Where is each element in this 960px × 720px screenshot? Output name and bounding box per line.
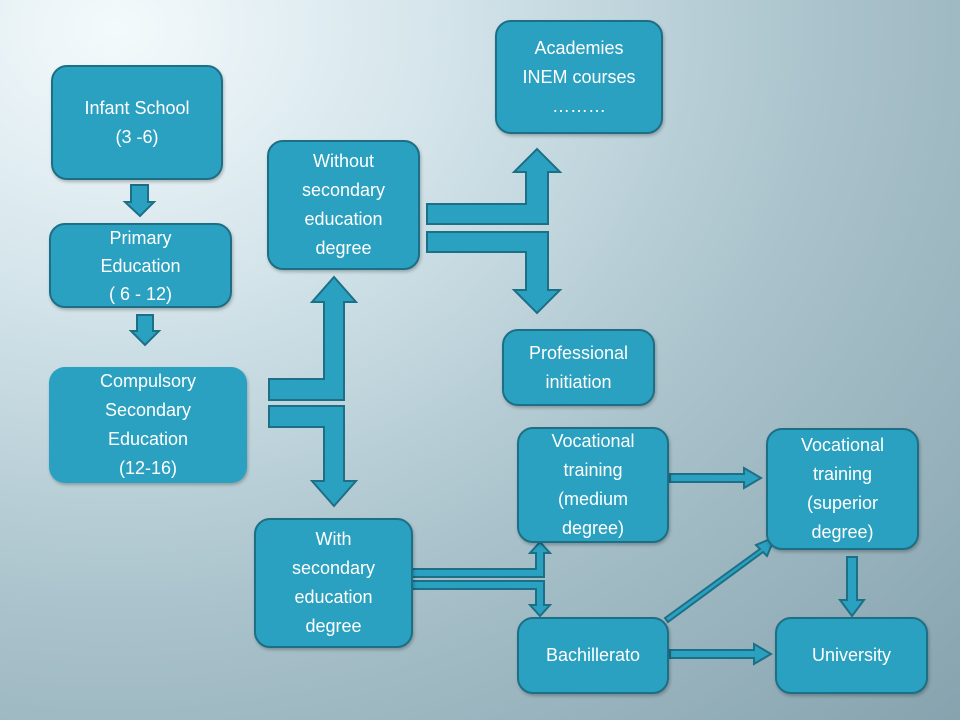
node-primary-education-label: Primary Education ( 6 - 12) [100, 227, 181, 304]
arrow-with-to-vocational-medium [411, 540, 553, 578]
node-bachillerato-label: Bachillerato [545, 645, 641, 665]
node-without-secondary-label: Without secondary education degree [301, 151, 386, 258]
arrow-without-to-professional [426, 231, 563, 315]
node-with-secondary-label: With secondary education degree [291, 529, 376, 636]
arrow-primary-to-compulsory [128, 314, 162, 347]
arrow-vocational-medium-to-superior [669, 466, 763, 490]
node-without-secondary: Without secondary education degree [267, 140, 420, 270]
arrow-without-to-academies [426, 147, 563, 225]
arrow-with-to-bachillerato [411, 580, 553, 618]
node-vocational-medium-label: Vocational training (medium degree) [551, 431, 635, 538]
node-infant-school-label: Infant School (3 -6) [84, 97, 190, 147]
node-vocational-medium: Vocational training (medium degree) [517, 427, 669, 543]
arrow-bachillerato-to-superior [663, 535, 777, 624]
node-compulsory-secondary-label: Compulsory Secondary Education (12-16) [99, 371, 197, 478]
arrow-infant-to-primary [122, 184, 157, 218]
node-professional-initiation-label: Professional initiation [528, 342, 629, 392]
node-university: University [775, 617, 928, 694]
node-university-label: University [811, 645, 891, 665]
node-compulsory-secondary: Compulsory Secondary Education (12-16) [49, 367, 247, 483]
node-professional-initiation: Professional initiation [502, 329, 655, 406]
arrow-compulsory-to-with [268, 405, 359, 508]
node-academies-label: Academies INEM courses ……… [522, 37, 636, 116]
node-bachillerato: Bachillerato [517, 617, 669, 694]
node-infant-school: Infant School (3 -6) [51, 65, 223, 180]
node-vocational-superior: Vocational training (superior degree) [766, 428, 919, 550]
node-academies: Academies INEM courses ……… [495, 20, 663, 134]
arrow-superior-to-university [838, 556, 866, 618]
node-with-secondary: With secondary education degree [254, 518, 413, 648]
arrow-compulsory-to-without [268, 275, 359, 401]
node-vocational-superior-label: Vocational training (superior degree) [800, 435, 885, 542]
node-primary-education: Primary Education ( 6 - 12) [49, 223, 232, 308]
arrow-bachillerato-to-university [669, 642, 773, 666]
